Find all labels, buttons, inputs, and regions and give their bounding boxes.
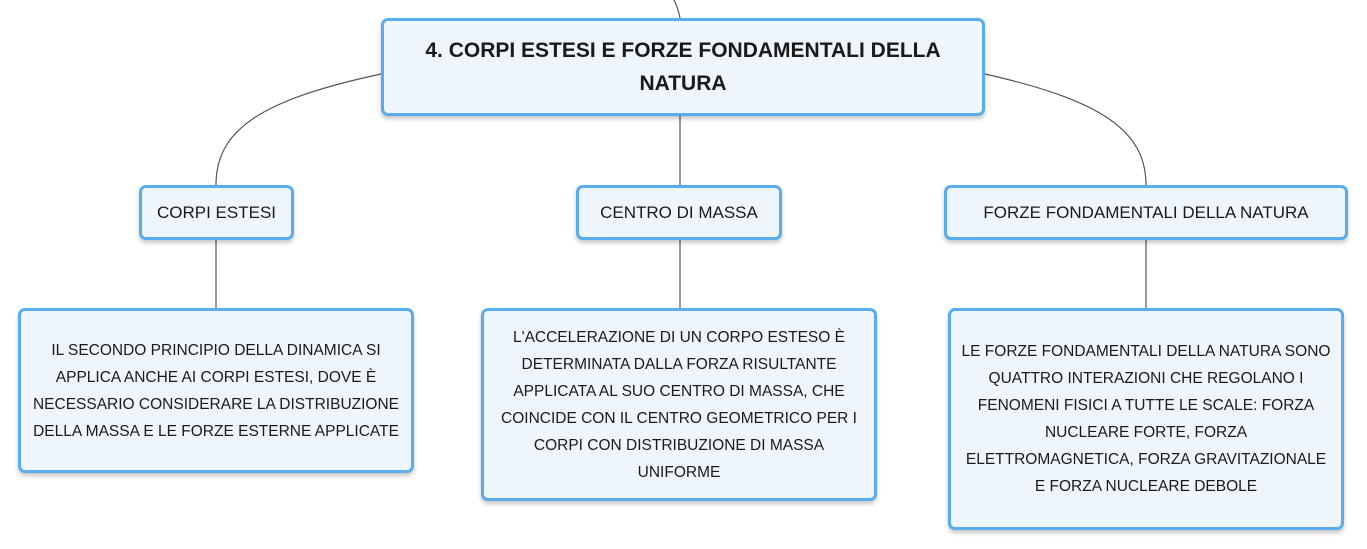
topic-corpi-estesi-label: CORPI ESTESI [156,202,277,222]
subtopic-forze-fondamentali-text: LE FORZE FONDAMENTALI DELLA NATURA SONO … [961,343,1331,495]
connector-root-to-forze-fondamentali [984,73,1147,186]
topic-corpi-estesi[interactable]: CORPI ESTESI [139,185,294,240]
topic-centro-di-massa[interactable]: CENTRO DI MASSA [576,185,782,240]
topic-forze-fondamentali[interactable]: FORZE FONDAMENTALI DELLA NATURA [944,185,1348,240]
subtopic-centro-di-massa-detail[interactable]: L'ACCELERAZIONE DI UN CORPO ESTESO È DET… [481,308,877,501]
subtopic-corpi-estesi-text: IL SECONDO PRINCIPIO DELLA DINAMICA SI A… [32,341,400,440]
subtopic-corpi-estesi-detail[interactable]: IL SECONDO PRINCIPIO DELLA DINAMICA SI A… [18,308,414,473]
root-topic[interactable]: 4. CORPI ESTESI E FORZE FONDAMENTALI DEL… [381,18,985,116]
subtopic-forze-fondamentali-detail[interactable]: LE FORZE FONDAMENTALI DELLA NATURA SONO … [948,308,1344,530]
connector-parent-to-root [673,0,681,19]
connector-root-to-corpi-estesi [215,73,382,186]
topic-centro-di-massa-label: CENTRO DI MASSA [600,202,758,222]
subtopic-centro-di-massa-text: L'ACCELERAZIONE DI UN CORPO ESTESO È DET… [501,328,857,481]
topic-forze-fondamentali-label: FORZE FONDAMENTALI DELLA NATURA [983,202,1309,222]
root-topic-title: 4. CORPI ESTESI E FORZE FONDAMENTALI DEL… [425,39,941,95]
